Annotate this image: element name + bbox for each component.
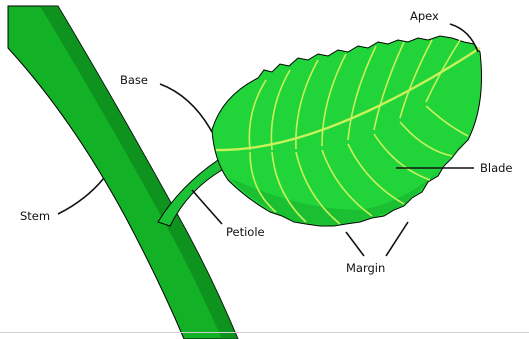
base-leader: [160, 84, 212, 132]
label-blade: Blade: [480, 161, 513, 175]
margin-leader-right: [386, 222, 408, 256]
petiole-leader: [192, 190, 222, 224]
label-stem: Stem: [20, 209, 50, 223]
leaf-blade: [212, 36, 482, 226]
stem-leader: [58, 178, 104, 214]
label-base: Base: [120, 73, 148, 87]
bottom-divider: [0, 332, 529, 333]
label-apex: Apex: [410, 9, 439, 23]
label-margin: Margin: [346, 261, 385, 275]
label-petiole: Petiole: [226, 225, 265, 239]
margin-leader-left: [346, 232, 364, 256]
